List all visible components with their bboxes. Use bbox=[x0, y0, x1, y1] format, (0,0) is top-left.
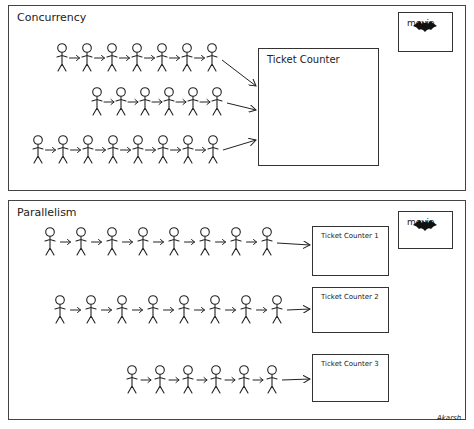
movie-box: movie bbox=[398, 211, 453, 249]
box-label: movie bbox=[407, 18, 435, 28]
queue bbox=[33, 136, 256, 163]
queue bbox=[92, 88, 256, 115]
box-label: Ticket Counter 3 bbox=[321, 360, 379, 368]
box-label: Ticket Counter bbox=[267, 54, 340, 65]
queue bbox=[57, 44, 256, 86]
counter-box: Ticket Counter 1 bbox=[312, 226, 389, 276]
panel-frame: Parallelism movieTicket Counter 1 Ticket C… bbox=[8, 200, 466, 420]
queue bbox=[45, 228, 310, 255]
box-label: Ticket Counter 1 bbox=[321, 232, 379, 240]
queue bbox=[55, 296, 310, 323]
counter-box: Ticket Counter bbox=[258, 48, 379, 166]
movie-box: movie bbox=[398, 12, 453, 52]
box-label: Ticket Counter 2 bbox=[321, 293, 379, 301]
counter-box: Ticket Counter 3 bbox=[312, 354, 389, 402]
queue bbox=[127, 366, 310, 393]
panel-frame: Concurrency movieTicket Counter bbox=[8, 5, 466, 191]
counter-box: Ticket Counter 2 bbox=[312, 287, 389, 333]
signature: Akarsh bbox=[437, 414, 461, 422]
panel-heading: Parallelism bbox=[17, 206, 77, 219]
box-label: movie bbox=[407, 217, 435, 227]
panel-heading: Concurrency bbox=[17, 11, 86, 24]
